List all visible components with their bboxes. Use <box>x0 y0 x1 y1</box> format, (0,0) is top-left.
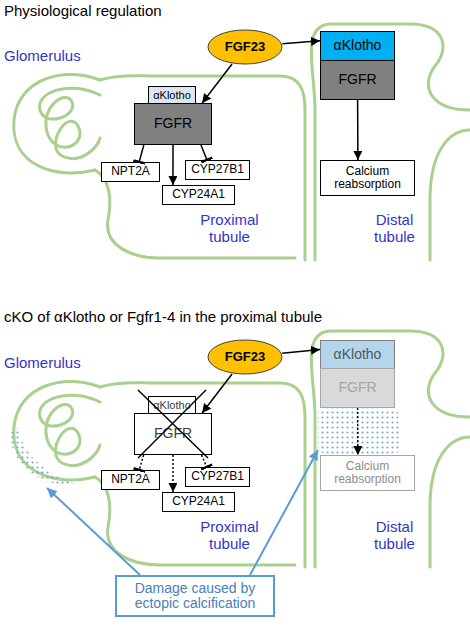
node-text: FGFR <box>154 426 192 441</box>
coreceptor-box: αKlotho <box>148 396 196 414</box>
tubule-wall <box>311 24 470 260</box>
receptor-box: FGFR <box>320 60 395 100</box>
knockout-cross <box>138 390 206 458</box>
inhibition-connector <box>139 145 144 162</box>
target-box: CYP24A1 <box>162 492 235 512</box>
ellipse-shape <box>208 30 282 64</box>
activation-arrow <box>282 41 320 44</box>
node-text: Calcium reabsorption <box>321 460 414 486</box>
glomerulus-coil <box>40 88 100 158</box>
region-label: Glomerulus <box>4 48 104 65</box>
callout-pointer <box>47 488 140 575</box>
node-text: CYP27B1 <box>191 163 244 176</box>
bowman-capsule <box>14 74 100 173</box>
target-box: CYP27B1 <box>185 160 250 180</box>
node-text: FGFR <box>154 116 192 131</box>
activation-arrow <box>357 408 359 455</box>
target-box: NPT2A <box>101 470 160 490</box>
activation-arrow <box>202 374 232 413</box>
region-label: Distal tubule <box>362 519 427 552</box>
inhibition-connector <box>201 145 207 160</box>
coreceptor-box: αKlotho <box>320 31 395 61</box>
region-label: Distal tubule <box>362 212 427 245</box>
node-text: CYP24A1 <box>172 188 225 201</box>
activation-arrow <box>357 100 359 160</box>
region-label: Glomerulus <box>4 355 104 372</box>
activation-arrow <box>202 64 232 103</box>
node-text: CYP24A1 <box>172 495 225 508</box>
node-text: NPT2A <box>111 165 150 178</box>
receptor-box: FGFR <box>320 368 395 408</box>
hormone-ellipse: FGF23 <box>207 29 283 65</box>
coreceptor-box: αKlotho <box>148 86 196 104</box>
callout-pointer <box>250 450 318 575</box>
calcification-patch <box>10 428 75 484</box>
inhibition-connector <box>139 455 143 470</box>
receptor-box: FGFR <box>134 413 212 455</box>
region-label: Proximal tubule <box>187 212 272 245</box>
hormone-ellipse: FGF23 <box>207 339 283 375</box>
tubule-wall <box>14 331 470 567</box>
tubule-wall <box>95 170 295 258</box>
ellipse-shape <box>208 340 282 374</box>
node-text: αKlotho <box>334 347 382 362</box>
node-text: αKlotho <box>153 89 191 101</box>
receptor-box: FGFR <box>134 103 212 145</box>
node-text: Calcium reabsorption <box>321 165 414 191</box>
region-label: Proximal tubule <box>187 519 272 552</box>
node-text: FGFR <box>338 380 376 395</box>
node-text: Damage caused by ectopic calcification <box>117 581 273 612</box>
knockout-cross <box>138 390 208 458</box>
activation-arrow <box>172 145 174 185</box>
node-text: FGF23 <box>225 40 265 54</box>
target-box: NPT2A <box>101 162 160 182</box>
process-box: Calcium reabsorption <box>320 160 415 196</box>
process-box: Calcium reabsorption <box>320 455 415 491</box>
node-text: NPT2A <box>111 473 150 486</box>
panel-title: cKO of αKlotho or Fgfr1-4 in the proxima… <box>4 309 466 326</box>
activation-arrow <box>172 455 174 492</box>
tubule-wall <box>430 130 470 260</box>
callout-box: Damage caused by ectopic calcification <box>115 575 275 617</box>
node-text: FGFR <box>338 72 376 87</box>
panel-title: Physiological regulation <box>4 3 324 20</box>
node-text: FGF23 <box>225 350 265 364</box>
activation-arrow <box>282 349 320 353</box>
node-text: αKlotho <box>153 399 191 411</box>
node-text: CYP27B1 <box>191 470 244 483</box>
tubule-wall <box>100 76 305 260</box>
coreceptor-box: αKlotho <box>320 340 395 369</box>
inhibition-connector <box>202 455 207 467</box>
node-text: αKlotho <box>334 38 382 53</box>
calcification-patch <box>318 407 400 455</box>
target-box: CYP24A1 <box>162 185 235 205</box>
target-box: CYP27B1 <box>185 467 250 487</box>
